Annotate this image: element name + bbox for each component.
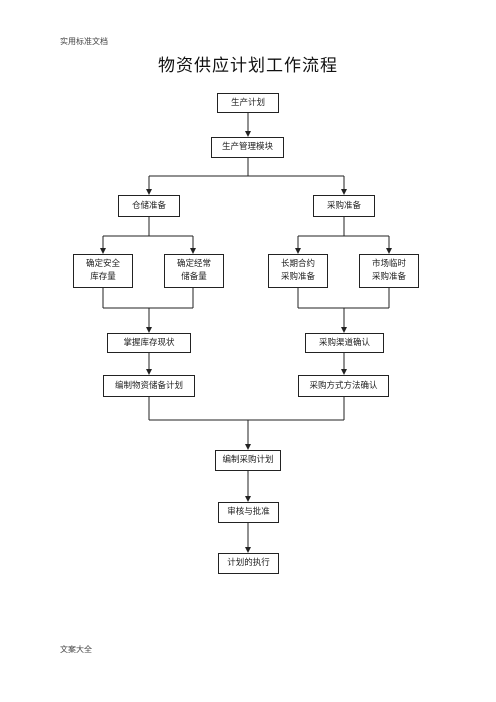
node-purchase-plan: 编制采购计划 [215,450,281,471]
node-market-temp-purchase: 市场临时 采购准备 [359,254,419,288]
node-reserve-qty: 确定经常 储备量 [164,254,224,288]
node-purchase-prep: 采购准备 [313,195,375,217]
document-footer: 文案大全 [60,645,92,654]
node-production-mgmt-module: 生产管理模块 [211,137,284,158]
document-header: 实用标准文档 [60,37,108,46]
page-title: 物资供应计划工作流程 [158,56,338,76]
node-long-term-contract: 长期合约 采购准备 [268,254,328,288]
node-production-plan: 生产计划 [217,93,279,113]
node-method-confirm: 采购方式方法确认 [298,375,389,397]
node-inventory-status: 掌握库存现状 [107,333,191,353]
node-safety-stock: 确定安全 库存量 [73,254,133,288]
node-material-reserve-plan: 编制物资储备计划 [103,375,195,397]
node-plan-execution: 计划的执行 [218,553,279,574]
node-review-approval: 审核与批准 [218,502,279,523]
node-storage-prep: 仓储准备 [118,195,180,217]
node-channel-confirm: 采购渠道确认 [305,333,384,353]
